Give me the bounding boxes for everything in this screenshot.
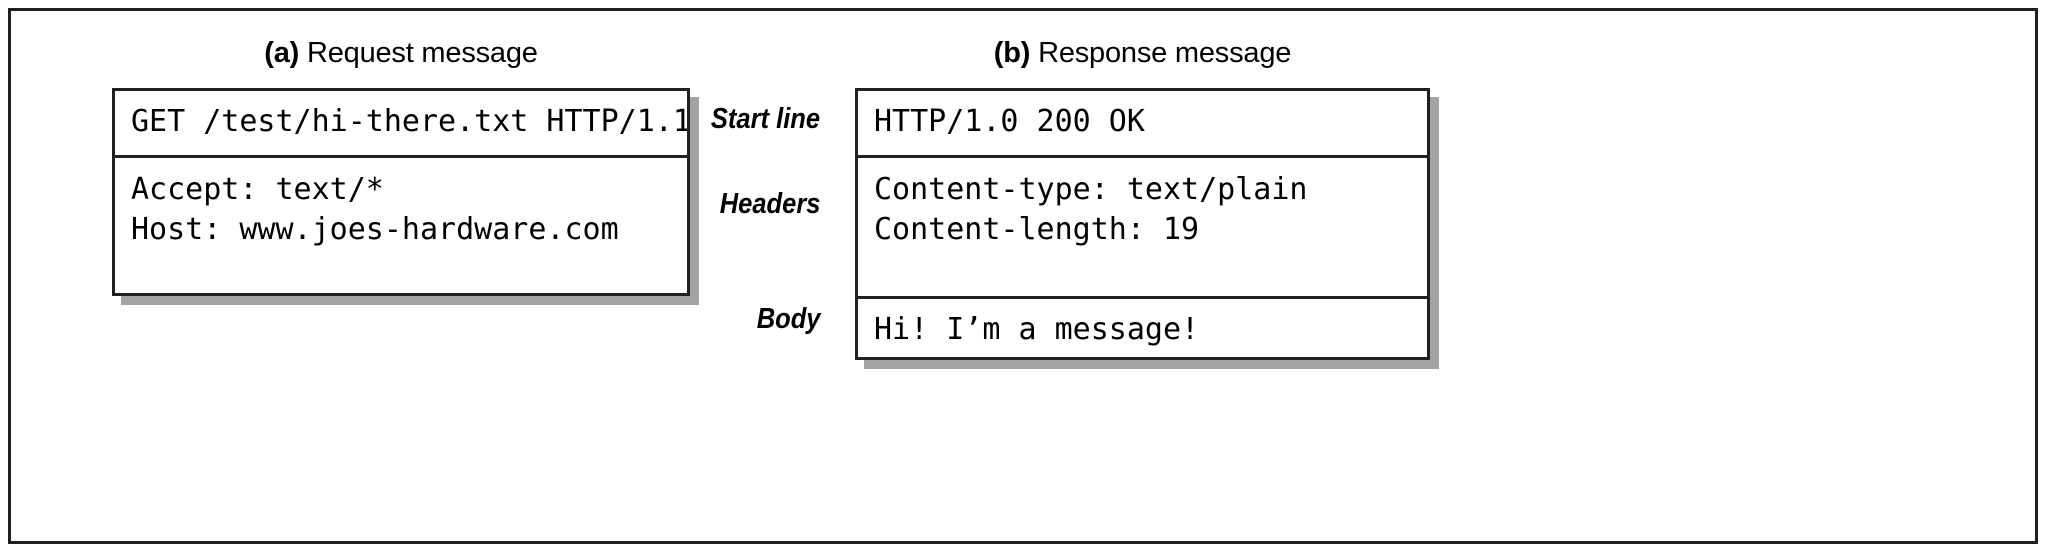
request-caption: (a) Request message	[112, 37, 690, 70]
response-caption-letter: (b)	[993, 37, 1031, 69]
response-caption: (b) Response message	[855, 37, 1430, 70]
request-caption-letter: (a)	[264, 37, 300, 69]
request-start-line: GET /test/hi-there.txt HTTP/1.1	[131, 104, 687, 139]
annotation-start-line: Start line	[710, 103, 820, 135]
request-message-box: GET /test/hi-there.txt HTTP/1.1 Accept: …	[112, 88, 690, 296]
response-body: Hi! I’m a message!	[858, 296, 1427, 360]
annotation-headers: Headers	[719, 188, 820, 220]
response-headers: Content-type: text/plain Content-length:…	[858, 155, 1427, 296]
request-caption-text: Request message	[299, 37, 538, 69]
response-message-box: HTTP/1.0 200 OK Content-type: text/plain…	[855, 88, 1430, 360]
response-caption-text: Response message	[1030, 37, 1292, 69]
response-start-line: HTTP/1.0 200 OK	[874, 104, 1145, 139]
annotation-body: Body	[756, 303, 820, 335]
request-headers: Accept: text/* Host: www.joes-hardware.c…	[115, 155, 687, 296]
